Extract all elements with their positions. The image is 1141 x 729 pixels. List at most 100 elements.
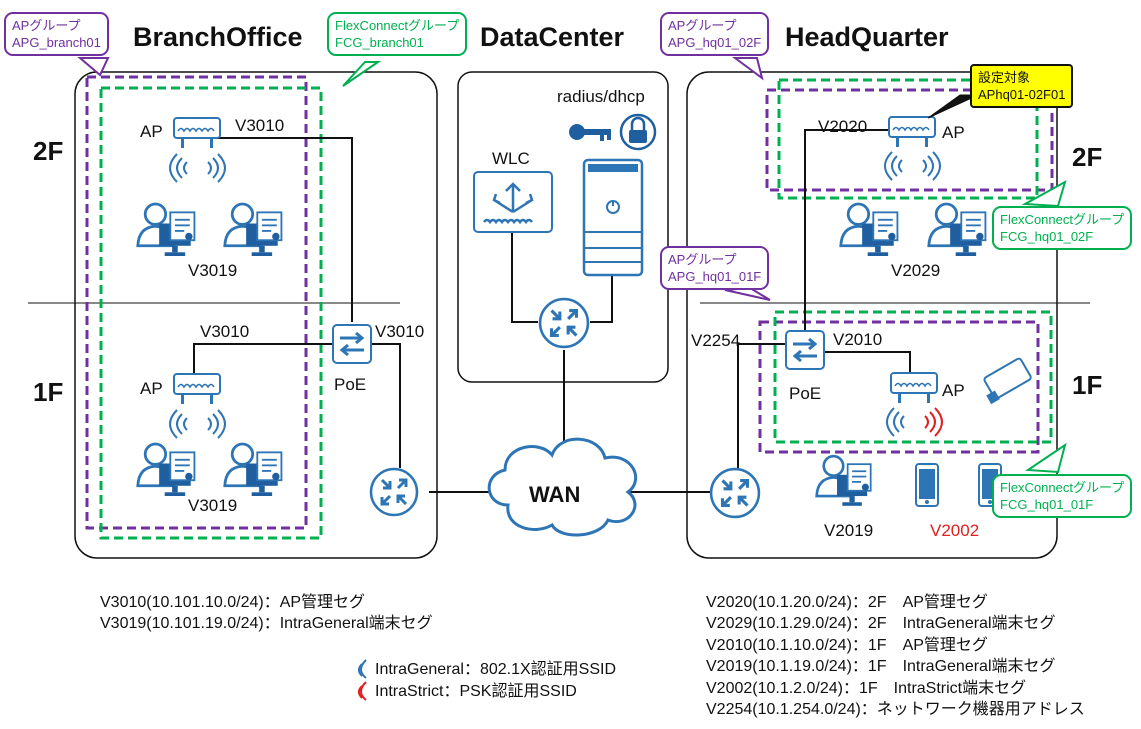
branch-1f-ap-icon <box>173 373 221 405</box>
hq-2f-user-vlan-label: V2029 <box>891 261 941 280</box>
hq-note-3: V2010(10.1.10.0/24)：1F AP管理セグ <box>706 637 988 654</box>
fcg-branch-box <box>99 86 323 540</box>
apg-hq-2f-pointer <box>731 57 764 81</box>
camera-icon <box>983 357 1032 405</box>
apg-branch-box <box>85 75 308 530</box>
hq-1f-user-vlan-label: V2019 <box>824 521 874 540</box>
branch-switch-icon <box>332 324 372 364</box>
wan-label: WAN <box>529 482 581 507</box>
hq-2f-wifi-icon <box>884 151 941 181</box>
link-hq-2f-ap <box>804 129 890 330</box>
fcg-hq-1f-callout-line2: FCG_hq01_01F <box>1000 497 1094 512</box>
link-branch-switch-router <box>372 343 401 468</box>
link-branch-2f-ap <box>215 137 353 322</box>
radius-dhcp-label: radius/dhcp <box>557 87 645 106</box>
hq-1f-vlan-label: V2010 <box>833 330 883 349</box>
branch-router-icon <box>369 467 419 517</box>
hq-floor-1f: 1F <box>1072 370 1103 400</box>
branch-2f-wifi-icon <box>169 153 226 183</box>
lock-icon <box>619 113 657 151</box>
target-pointer <box>927 94 979 119</box>
hq-mgmt-vlan-label: V2254 <box>691 331 741 350</box>
link-dc-wlc <box>511 230 538 323</box>
link-branch-1f-ap <box>193 343 332 378</box>
apg-hq-2f-callout-line2: APG_hq01_02F <box>668 35 762 50</box>
apg-branch-callout: APグループ APG_branch01 <box>4 12 109 56</box>
target-callout-line2: APhq01-02F01 <box>978 87 1066 102</box>
fcg-branch-callout-line2: FCG_branch01 <box>335 35 424 50</box>
fcg-hq-1f-pointer <box>1025 442 1067 474</box>
hq-note-2: V2029(10.1.29.0/24)：2F IntraGeneral端末セグ <box>706 615 1056 632</box>
apg-hq-1f-callout-line1: APグループ <box>668 252 737 267</box>
branch-floor-1f: 1F <box>33 377 64 407</box>
apg-hq-1f-box <box>758 320 1040 454</box>
branch-1f-ap-label: AP <box>140 379 163 398</box>
branch-note-2: V3019(10.101.19.0/24)：IntraGeneral端末セグ <box>100 615 433 632</box>
fcg-branch-callout: FlexConnectグループ FCG_branch01 <box>327 12 468 56</box>
hq-strict-vlan-label: V2002 <box>930 521 980 540</box>
hq-1f-wifi-strict-icon <box>924 407 943 437</box>
key-icon <box>569 124 611 141</box>
legend-general-label: IntraGeneral：802.1X認証用SSID <box>375 661 616 678</box>
branch-1f-vlan-label: V3010 <box>200 322 250 341</box>
branch-site-box <box>74 71 438 559</box>
fcg-hq-2f-pointer <box>1021 179 1067 208</box>
hq-poe-label: PoE <box>789 384 822 403</box>
hq-1f-user-icon <box>815 454 873 508</box>
hq-site-box <box>686 71 1058 559</box>
wlc-arrows-icon <box>483 182 534 225</box>
branch-1f-user-icon-1 <box>136 442 196 498</box>
hq-router-icon <box>709 467 761 519</box>
legend-general-icon <box>358 659 367 679</box>
hq-note-6: V2254(10.1.254.0/24)：ネットワーク機器用アドレス <box>706 701 1085 718</box>
fcg-hq-2f-callout: FlexConnectグループ FCG_hq01_02F <box>992 206 1133 250</box>
wan-cloud <box>487 437 638 537</box>
branch-uplink-vlan-label: V3010 <box>375 322 425 341</box>
branch-2f-user-icon-1 <box>136 202 196 258</box>
branch-1f-wifi-icon <box>169 409 226 439</box>
branch-2f-ap-label: AP <box>140 122 163 141</box>
hq-note-5: V2002(10.1.2.0/24)：1F IntraStrict端末セグ <box>706 680 1027 697</box>
hq-switch-icon <box>785 330 825 370</box>
hq-phone-icon-1 <box>915 462 939 508</box>
target-callout-line1: 設定対象 <box>978 70 1031 85</box>
link-hq-router-switch <box>737 343 785 468</box>
link-hq-1f-ap <box>825 351 911 378</box>
branch-note-1: V3010(10.101.10.0/24)：AP管理セグ <box>100 594 366 611</box>
apg-hq-1f-callout-line2: APG_hq01_01F <box>668 269 762 284</box>
apg-branch-callout-line1: APグループ <box>12 18 81 33</box>
hq-1f-ap-label: AP <box>942 381 965 400</box>
apg-hq-1f-callout: APグループ APG_hq01_01F <box>660 246 770 290</box>
branch-floor-2f: 2F <box>33 136 64 166</box>
server-icon <box>582 158 644 277</box>
hq-1f-wifi-general-icon <box>886 407 905 437</box>
fcg-hq-2f-box <box>777 78 1039 200</box>
link-dc-server <box>590 275 613 323</box>
hq-note-1: V2020(10.1.20.0/24)：2F AP管理セグ <box>706 594 988 611</box>
target-callout: 設定対象 APhq01-02F01 <box>970 64 1074 108</box>
hq-2f-user-icon-2 <box>927 202 987 258</box>
fcg-branch-pointer <box>342 61 382 87</box>
hq-2f-ap-icon <box>888 116 936 148</box>
apg-hq-2f-callout-line1: APグループ <box>668 18 737 33</box>
branch-1f-user-icon-2 <box>223 442 283 498</box>
dc-router-icon <box>538 297 590 349</box>
branch-title: BranchOffice <box>133 22 303 52</box>
hq-2f-user-icon-1 <box>839 202 899 258</box>
legend-strict-label: IntraStrict：PSK認証用SSID <box>375 683 577 700</box>
apg-branch-pointer <box>77 57 110 77</box>
legend-strict-icon <box>358 681 367 701</box>
fcg-hq-1f-callout: FlexConnectグループ FCG_hq01_01F <box>992 474 1133 518</box>
apg-hq-2f-callout: APグループ APG_hq01_02F <box>660 12 770 56</box>
branch-poe-label: PoE <box>334 375 367 394</box>
datacenter-title: DataCenter <box>480 22 625 52</box>
wlc-label: WLC <box>492 149 530 168</box>
branch-2f-user-icon-2 <box>223 202 283 258</box>
fcg-hq-2f-callout-line2: FCG_hq01_02F <box>1000 229 1094 244</box>
hq-2f-vlan-label: V2020 <box>818 117 868 136</box>
apg-hq-2f-box <box>765 88 1054 192</box>
branch-2f-vlan-label: V3010 <box>235 116 285 135</box>
branch-2f-user-vlan-label: V3019 <box>188 261 238 280</box>
fcg-hq-1f-box <box>773 310 1053 444</box>
